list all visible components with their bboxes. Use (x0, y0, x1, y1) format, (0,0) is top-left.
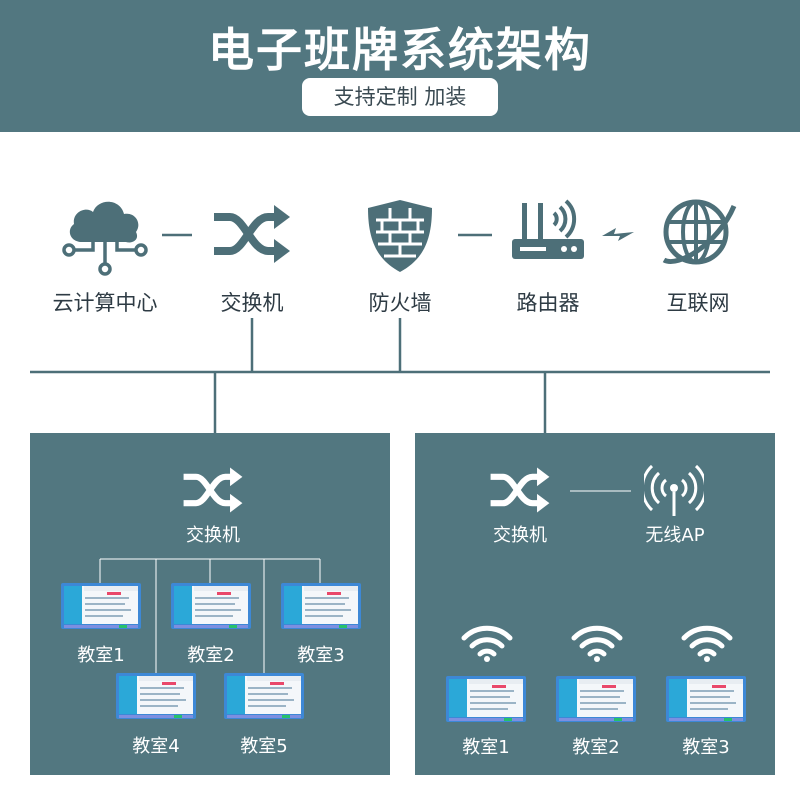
classroom-label: 教室5 (240, 736, 288, 757)
classroom-display (281, 583, 361, 629)
switch-icon-wireless (490, 467, 550, 513)
wifi-signal-icon (461, 625, 513, 662)
node-label-cloud: 云计算中心 (52, 291, 158, 315)
wifi-router-icon (512, 199, 584, 259)
node-label-router: 路由器 (516, 291, 580, 315)
classroom-display (171, 583, 251, 629)
classroom-label: 教室3 (682, 737, 730, 758)
firewall-shield-icon (368, 200, 432, 272)
shuffle-switch-icon (214, 205, 290, 263)
access-point-icon (644, 464, 704, 516)
classroom-display (224, 673, 304, 719)
classroom-label: 教室1 (462, 737, 510, 758)
wireless-link-line (570, 490, 631, 492)
globe-icon (662, 199, 737, 265)
node-label-internet: 互联网 (666, 291, 730, 315)
header-banner: 电子班牌系统架构 支持定制 加装 (0, 0, 800, 132)
classroom-label: 教室3 (297, 645, 345, 666)
page-title: 电子班牌系统架构 (208, 23, 592, 77)
wifi-signal-icon (571, 625, 623, 662)
classroom-display (666, 676, 746, 722)
classroom-label: 教室2 (572, 737, 620, 758)
classroom-label: 教室1 (77, 645, 125, 666)
node-label-switch: 交换机 (220, 291, 284, 315)
wifi-signal-icon (681, 625, 733, 662)
classroom-label: 教室2 (187, 645, 235, 666)
wired-tree-lines (99, 558, 321, 673)
switch-icon-wired (183, 467, 243, 513)
classroom-label: 教室4 (132, 736, 180, 757)
cloud-network-icon (62, 201, 148, 276)
classroom-display (116, 673, 196, 719)
classroom-display (446, 676, 526, 722)
classroom-display (556, 676, 636, 722)
wired-switch-label: 交换机 (186, 525, 240, 546)
wireless-switch-label: 交换机 (493, 525, 547, 546)
node-label-firewall: 防火墙 (368, 291, 432, 315)
access-point-label: 无线AP (645, 525, 705, 546)
subtitle-badge: 支持定制 加装 (302, 78, 498, 116)
classroom-display (61, 583, 141, 629)
